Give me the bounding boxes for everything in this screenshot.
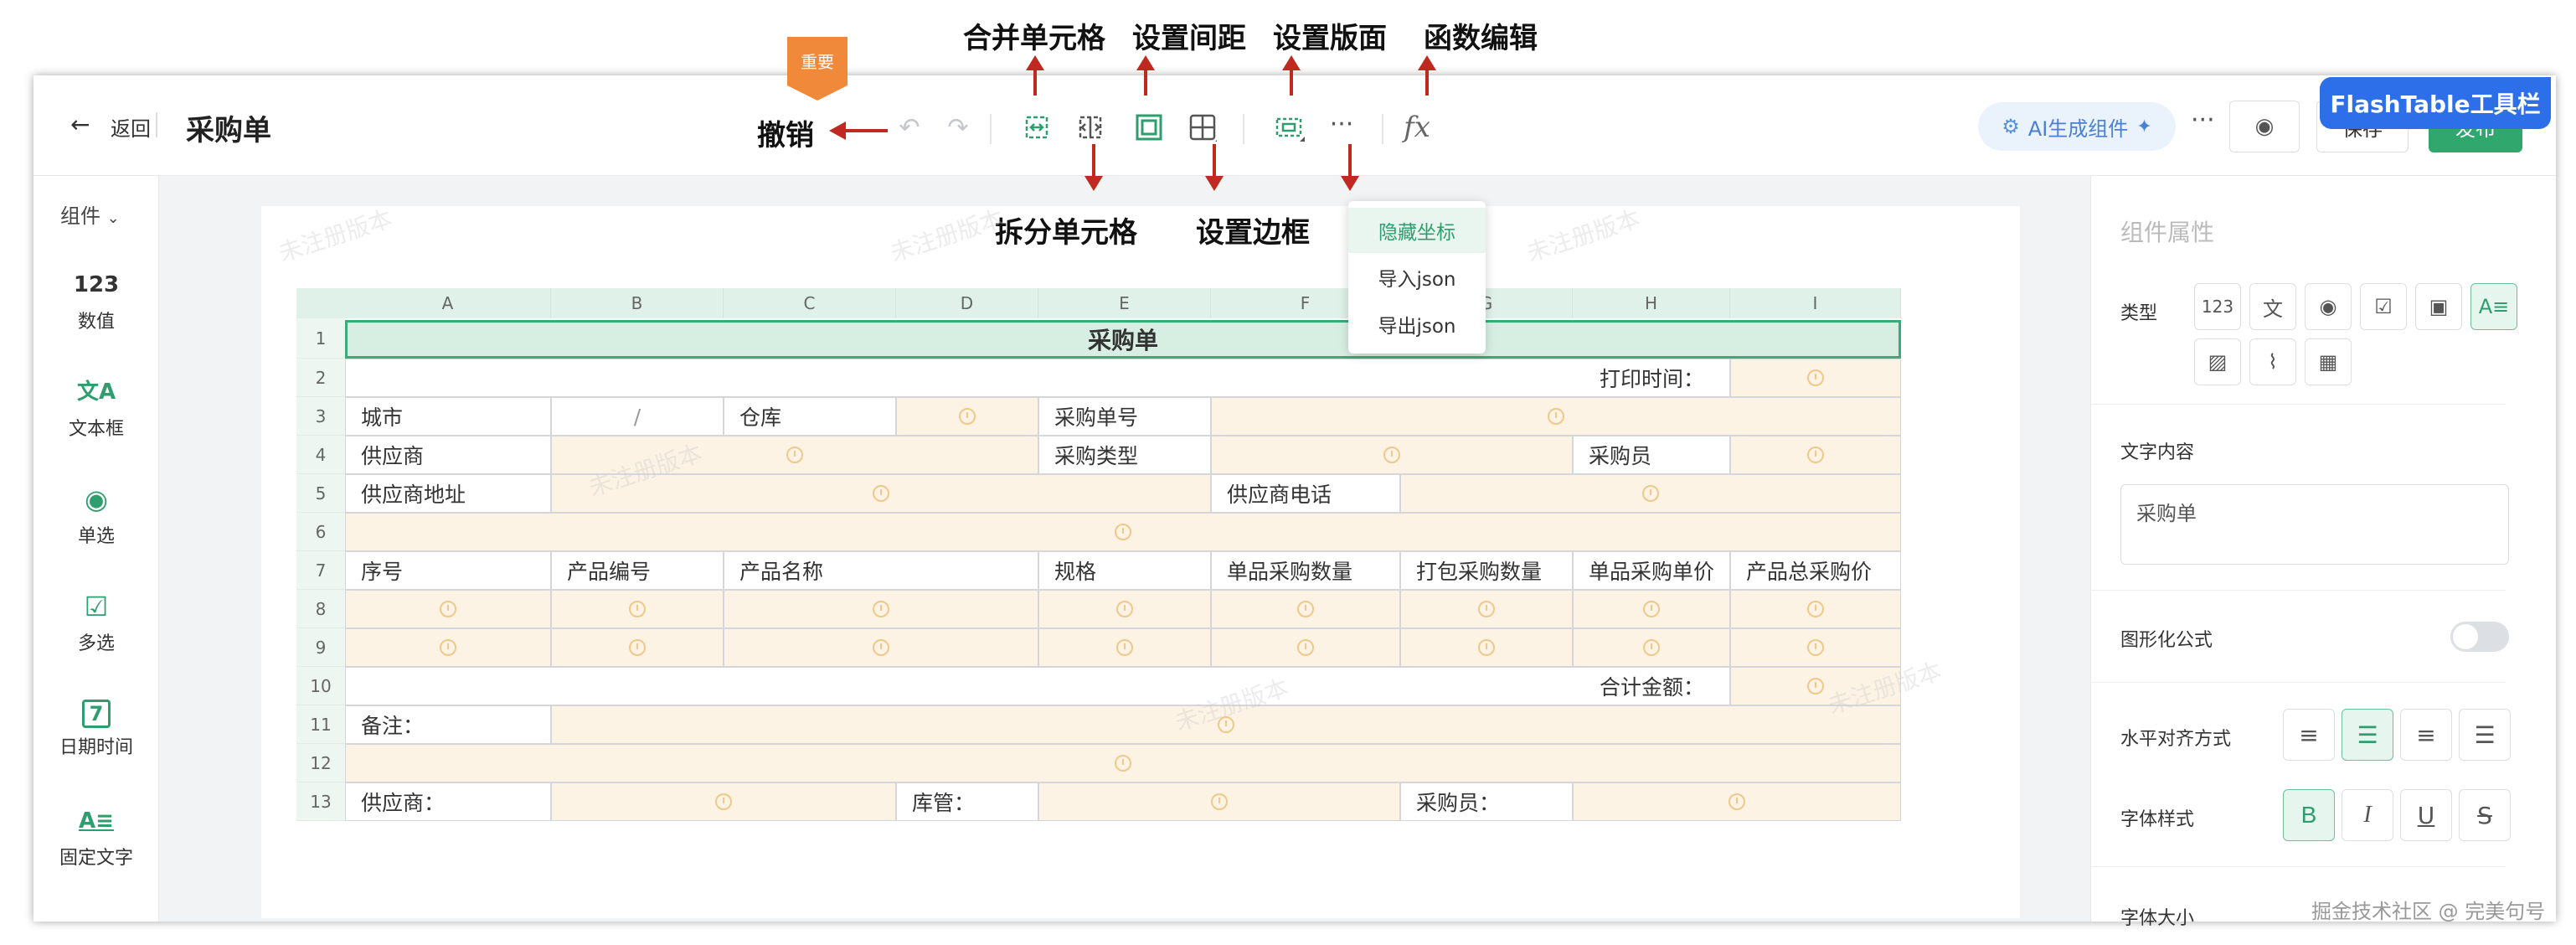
important-badge: 重要 [787,37,848,101]
annotation-layout: 设置版面 [1273,22,1387,55]
annotation-spacing: 设置间距 [1132,22,1246,55]
preview-button[interactable]: ◉ [2229,101,2300,152]
component-sidebar: 组件 ⌄ [33,176,159,922]
arrow-down [1084,144,1103,191]
properties-title: 组件属性 [2120,219,2215,246]
component-sidebar-title[interactable]: 组件 ⌄ [60,204,120,228]
align-center-icon[interactable]: ☰ [2342,709,2393,761]
function-editor-icon[interactable]: fx [1404,111,1430,144]
redo-icon[interactable]: ↷ [947,112,969,142]
annotation-border: 设置边框 [1196,216,1310,250]
sheet-canvas[interactable] [261,206,2020,918]
footer-credit: 掘金技术社区 @ 完美句号 [2311,900,2546,923]
important-badge-label: 重要 [801,52,834,72]
menu-item-export-json[interactable]: 导出json [1378,316,1456,338]
toolbar-separator [1382,114,1383,144]
arrow-up [1026,55,1044,96]
type-date-icon[interactable]: ▣ [2415,283,2462,330]
component-checkbox[interactable]: ☑多选 [33,588,159,655]
checkbox-icon: ☑ [84,591,109,622]
panel-divider [2090,682,2506,683]
text-content-input[interactable]: 采购单 [2120,484,2509,565]
more-icon[interactable]: ··· [1329,109,1354,139]
merge-cells-icon[interactable] [1018,109,1055,146]
type-image-icon[interactable]: ▨ [2194,338,2241,385]
arrow-down [1341,144,1359,191]
type-attachment-icon[interactable]: ⌇ [2249,338,2296,385]
radio-icon: ◉ [85,483,108,515]
font-size-label: 字体大小 [2120,908,2195,929]
number-icon: 123 [73,272,120,297]
undo-icon[interactable]: ↶ [899,112,920,142]
underline-icon[interactable]: U [2400,789,2452,841]
top-toolbar: ← 返回 采购单 ↶ ↷ ··· [33,75,2556,176]
menu-item-import-json[interactable]: 导入json [1378,269,1456,291]
align-right-icon[interactable]: ≡ [2400,709,2452,761]
italic-icon[interactable]: I [2342,789,2393,841]
toggle-knob [2453,624,2478,649]
annotation-function: 函数编辑 [1424,22,1538,55]
menu-item-hide-coords[interactable]: 隐藏坐标 [1348,208,1486,253]
flashtable-toolbar-tag: FlashTable工具栏 [2320,77,2551,129]
panel-divider [2090,590,2506,591]
ai-generate-button[interactable]: ⚙ AI生成组件 ✦ [1978,102,2176,151]
component-radio[interactable]: ◉单选 [33,481,159,548]
bold-icon[interactable]: B [2283,789,2335,841]
calendar-icon: 7 [82,700,111,728]
type-checkbox-icon[interactable]: ☑ [2360,283,2407,330]
page-title: 采购单 [186,114,271,147]
more-dropdown-menu: 隐藏坐标 导入json 导出json [1348,201,1486,354]
split-cells-icon[interactable] [1072,109,1109,146]
text-translate-icon: 文A [76,380,116,405]
fixed-text-icon: A≡ [79,808,114,834]
strikethrough-icon[interactable]: S [2459,789,2511,841]
border-icon[interactable] [1184,109,1221,146]
align-left-icon[interactable]: ≡ [2283,709,2335,761]
annotation-split: 拆分单元格 [995,216,1137,250]
annotation-undo: 撤销 [757,119,814,152]
toolbar-separator [990,114,992,144]
font-style-label: 字体样式 [2120,809,2195,830]
back-button[interactable]: 返回 [111,117,151,141]
formula-toggle[interactable] [2450,622,2509,652]
spacing-icon[interactable] [1131,109,1167,146]
eye-icon: ◉ [2254,114,2275,139]
arrow-left [837,129,888,132]
type-text-icon[interactable]: 文 [2249,283,2296,330]
back-arrow-icon[interactable]: ← [70,111,90,138]
type-label: 类型 [2120,303,2158,324]
panel-divider [2090,866,2506,867]
component-fixed-text[interactable]: A≡固定文字 [33,803,159,870]
ai-generate-label: AI生成组件 [2027,116,2129,141]
type-radio-icon[interactable]: ◉ [2305,283,2352,330]
text-content-label: 文字内容 [2120,442,2195,463]
panel-divider [2090,404,2506,405]
formula-label: 图形化公式 [2120,630,2213,651]
arrow-left-head [829,121,846,140]
arrow-down [1205,144,1224,191]
more-options-icon[interactable]: ··· [2191,106,2215,135]
align-label: 水平对齐方式 [2120,729,2232,750]
arrow-up [1136,55,1155,96]
annotation-merge: 合并单元格 [963,22,1105,55]
sparkle-icon: ✦ [2136,116,2152,137]
toolbar-separator [1243,114,1244,144]
type-number-icon[interactable]: 123 [2194,283,2241,330]
type-qrcode-icon[interactable]: ▦ [2305,338,2352,385]
header-divider [156,112,157,137]
arrow-up [1282,55,1301,96]
gear-icon: ⚙ [2002,115,2020,138]
arrow-up [1418,55,1436,96]
layout-icon[interactable] [1271,109,1308,146]
chevron-down-icon: ⌄ [106,209,120,227]
type-fixed-text-icon[interactable]: A≡ [2470,283,2517,330]
align-justify-icon[interactable]: ☰ [2459,709,2511,761]
